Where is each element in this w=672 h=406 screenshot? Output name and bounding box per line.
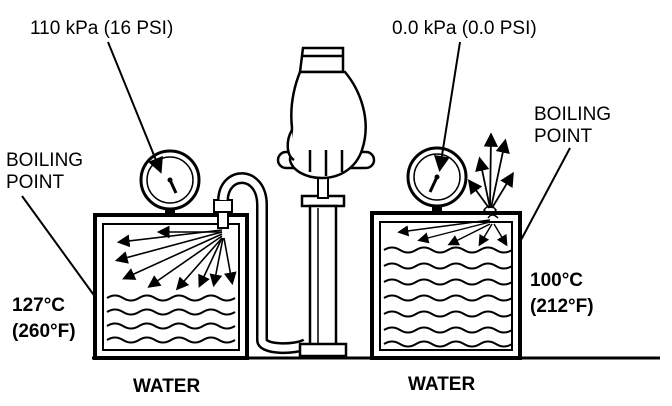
pressure-arrows — [114, 225, 237, 291]
left-boiling-label-2: POINT — [6, 172, 65, 193]
right-boiling-label-1: BOILING — [534, 104, 612, 125]
right-water-label: WATER — [408, 374, 476, 395]
bubble-icon — [483, 205, 499, 219]
right-boiling-label-2: POINT — [534, 126, 593, 147]
right-water-waves — [383, 246, 513, 348]
right-temp-fahrenheit: (212°F) — [530, 296, 594, 317]
left-hose-fitting — [213, 199, 233, 229]
left-water-label: WATER — [133, 376, 201, 397]
right-tank — [370, 211, 522, 360]
leader-lines — [21, 41, 571, 299]
pressure-gauge-icon — [406, 146, 468, 214]
pressure-gauge-icon — [139, 149, 201, 216]
left-water-waves — [106, 294, 236, 344]
steam-arrow-icon — [467, 132, 514, 209]
right-surface-arrows — [397, 219, 508, 247]
left-temp-celsius: 127°C — [12, 295, 66, 316]
right-temp-celsius: 100°C — [530, 270, 584, 291]
right-gauge-reading: 0.0 kPa (0.0 PSI) — [392, 18, 537, 39]
left-gauge-reading: 110 kPa (16 PSI) — [30, 18, 174, 39]
hand-icon — [286, 46, 367, 180]
hand-pump-icon — [276, 150, 376, 358]
left-boiling-label-1: BOILING — [6, 150, 84, 171]
left-temp-fahrenheit: (260°F) — [12, 321, 76, 342]
